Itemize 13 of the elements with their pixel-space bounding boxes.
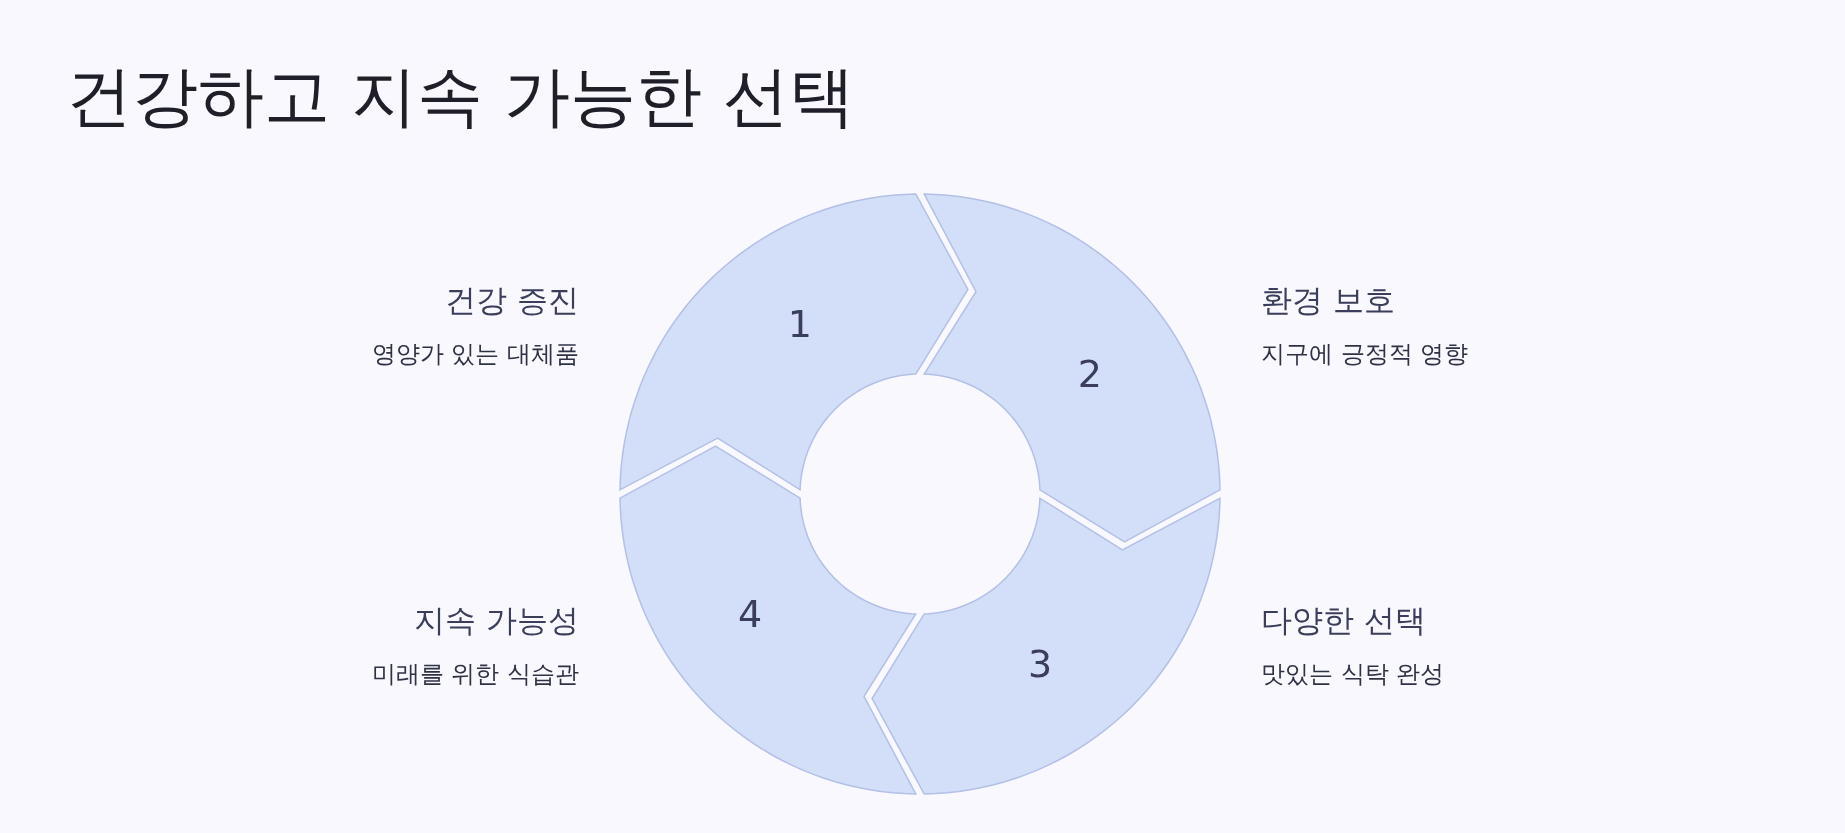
page-title: 건강하고 지속 가능한 선택 <box>66 57 855 137</box>
step-number: 4 <box>738 595 763 634</box>
step-number: 2 <box>1077 354 1102 393</box>
step-heading: 건강 증진 <box>445 282 579 320</box>
step-heading: 지속 가능성 <box>414 602 579 640</box>
step-number: 1 <box>787 305 812 344</box>
step-description: 미래를 위한 식습관 <box>371 660 579 689</box>
step-number: 3 <box>1027 644 1053 683</box>
step-heading: 다양한 선택 <box>1261 602 1426 640</box>
step-heading: 환경 보호 <box>1261 282 1395 320</box>
step-description: 지구에 긍정적 영향 <box>1261 340 1469 369</box>
step-description: 맛있는 식탁 완성 <box>1261 660 1445 689</box>
step-description: 영양가 있는 대체품 <box>371 340 579 369</box>
